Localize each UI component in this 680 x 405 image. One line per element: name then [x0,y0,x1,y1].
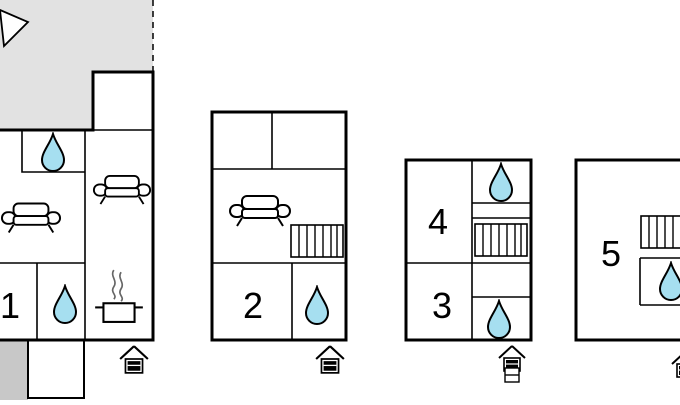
entrance-arrow-icon [119,345,149,374]
bathroom-water-icon [659,262,680,301]
room-label-2: 2 [243,285,263,326]
bathroom-water-icon [489,163,513,202]
room-label-3: 3 [432,285,452,326]
bathroom-water-icon [53,285,77,324]
cooking-pot-icon [94,268,144,324]
room-label-4: 4 [428,201,448,242]
floor-3-4-plan [404,158,533,342]
staircase-icon [290,224,344,258]
room-label-1: 1 [0,285,20,326]
sofa-icon [0,202,62,234]
terrace-area [0,0,154,130]
neighbor-area [0,340,28,400]
staircase-icon [640,215,680,249]
bathroom-water-icon [487,300,511,339]
terrace-arrow-icon [0,9,30,48]
sofa-icon [92,174,152,206]
bathroom-water-icon [305,286,329,325]
staircase-icon [474,223,528,257]
room-label-5: 5 [601,233,621,274]
entrance-arrow-icon [671,351,680,378]
floor-1-plan [0,70,155,399]
sofa-icon [229,195,291,227]
bathroom-water-icon [41,133,65,172]
floor-5-plan [574,158,680,342]
entrance-steps [504,367,520,383]
entrance-arrow-icon [498,345,526,372]
floor-2-plan [210,110,348,342]
entrance-arrow-icon [315,345,345,374]
